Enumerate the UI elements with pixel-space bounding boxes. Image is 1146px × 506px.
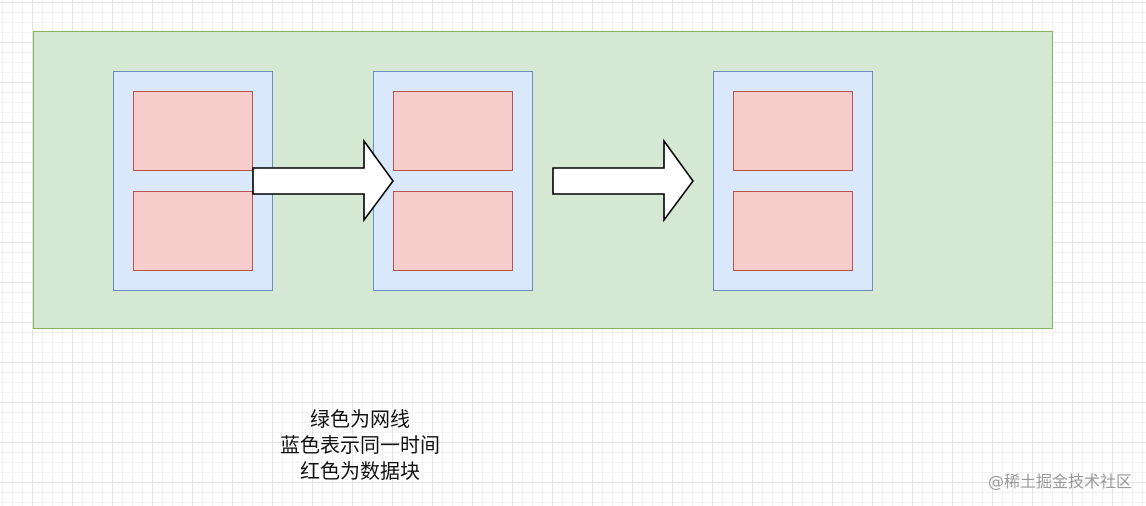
time-group-2	[373, 71, 533, 291]
time-group-1	[113, 71, 273, 291]
legend-line-red: 红色为数据块	[300, 459, 420, 483]
time-group-3	[713, 71, 873, 291]
data-block	[133, 91, 253, 171]
legend-text: 绿色为网线 蓝色表示同一时间 红色为数据块	[220, 406, 500, 484]
legend-line-blue: 蓝色表示同一时间	[280, 433, 440, 457]
data-block	[733, 91, 853, 171]
data-block	[733, 191, 853, 271]
data-block	[393, 191, 513, 271]
watermark: @稀土掘金技术社区	[987, 472, 1132, 491]
data-block	[393, 91, 513, 171]
data-block	[133, 191, 253, 271]
legend-line-green: 绿色为网线	[310, 407, 410, 431]
